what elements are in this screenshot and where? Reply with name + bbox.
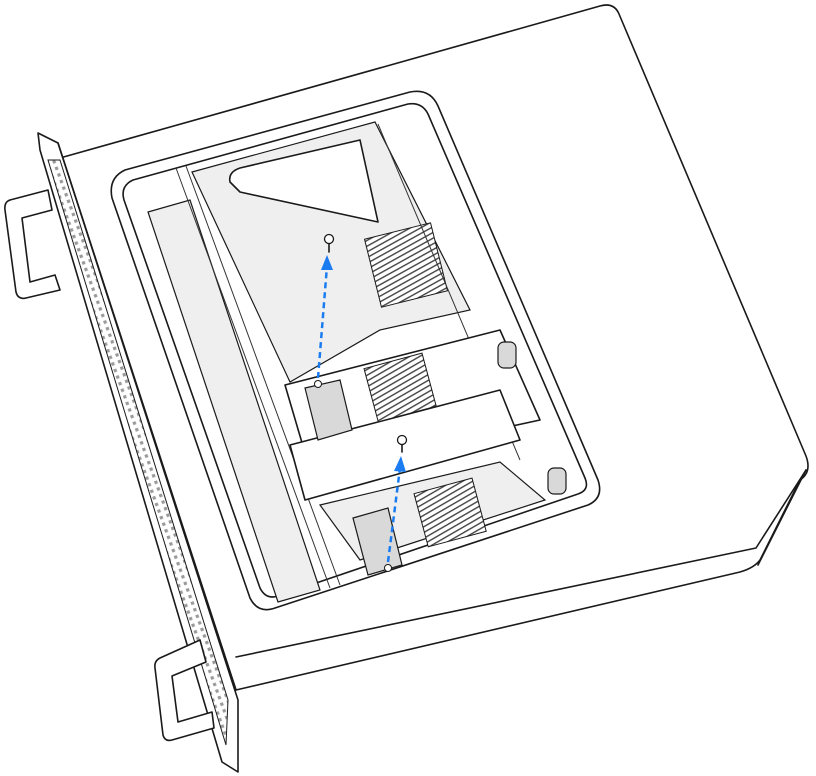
screw-icon: [314, 380, 322, 388]
ssd-module-icon: [304, 379, 353, 441]
handle-icon: [4, 189, 61, 300]
arrow-up-icon: [316, 255, 333, 379]
heatsink-icon: [413, 477, 487, 548]
handle-icon: [154, 639, 215, 742]
screw-icon: [384, 564, 392, 572]
screw-icon: [323, 233, 335, 253]
vent-grille-icon: [37, 132, 239, 773]
ssd-module-icon: [352, 507, 403, 576]
screw-icon: [396, 434, 408, 453]
heatsink-icon: [363, 352, 437, 423]
arrow-up-icon: [386, 456, 406, 563]
interior-cavity: [110, 90, 601, 611]
